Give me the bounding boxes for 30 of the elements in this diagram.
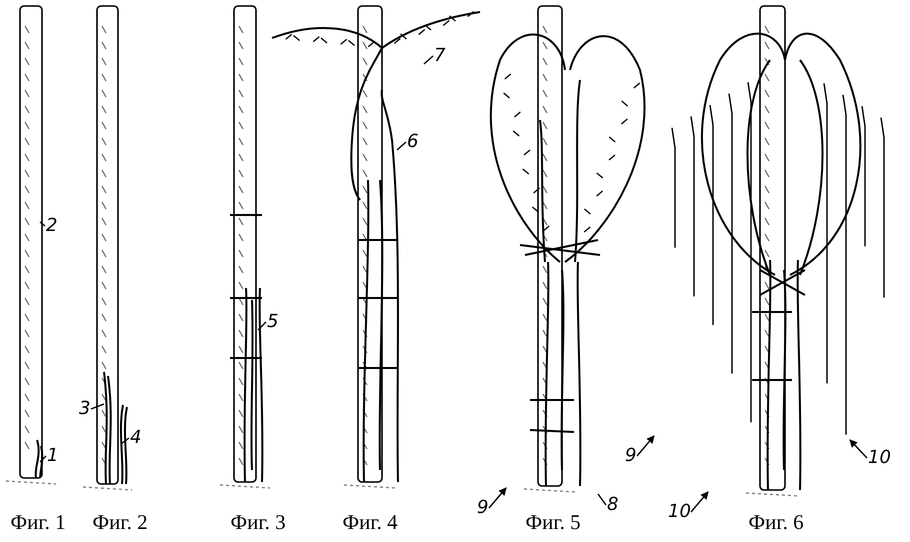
leader-line [636, 435, 655, 456]
leader-line [120, 437, 130, 445]
callout-number: 6 [407, 132, 418, 152]
leader-line [424, 55, 434, 65]
callout-number: 1 [47, 446, 58, 466]
leader-line [90, 403, 104, 410]
figure-caption: Фиг. 1 [10, 510, 66, 534]
figure-caption: Фиг. 3 [230, 510, 286, 534]
leader-line [597, 494, 607, 506]
figure-caption: Фиг. 5 [526, 510, 581, 534]
callout-number: 10 [868, 448, 891, 468]
figure-caption: Фиг. 6 [748, 510, 804, 534]
callout-number: 5 [267, 312, 278, 332]
callout-number: 9 [477, 498, 488, 518]
callout-number: 2 [46, 216, 58, 236]
callout-number: 8 [607, 495, 618, 515]
leader-line [40, 221, 46, 227]
callout-number: 10 [668, 502, 691, 522]
callout-number: 3 [79, 399, 90, 419]
leader-line [488, 487, 507, 508]
figure-caption: Фиг. 2 [92, 510, 148, 534]
callout-number: 4 [130, 428, 142, 448]
leader-line [396, 141, 406, 151]
leader-line [849, 439, 868, 458]
callout-number: 9 [625, 446, 636, 466]
leader-line [258, 322, 266, 330]
figure-caption: Фиг. 4 [342, 510, 398, 534]
leader-line [690, 491, 709, 512]
leader-line [40, 456, 46, 462]
callout-number: 7 [434, 46, 446, 66]
